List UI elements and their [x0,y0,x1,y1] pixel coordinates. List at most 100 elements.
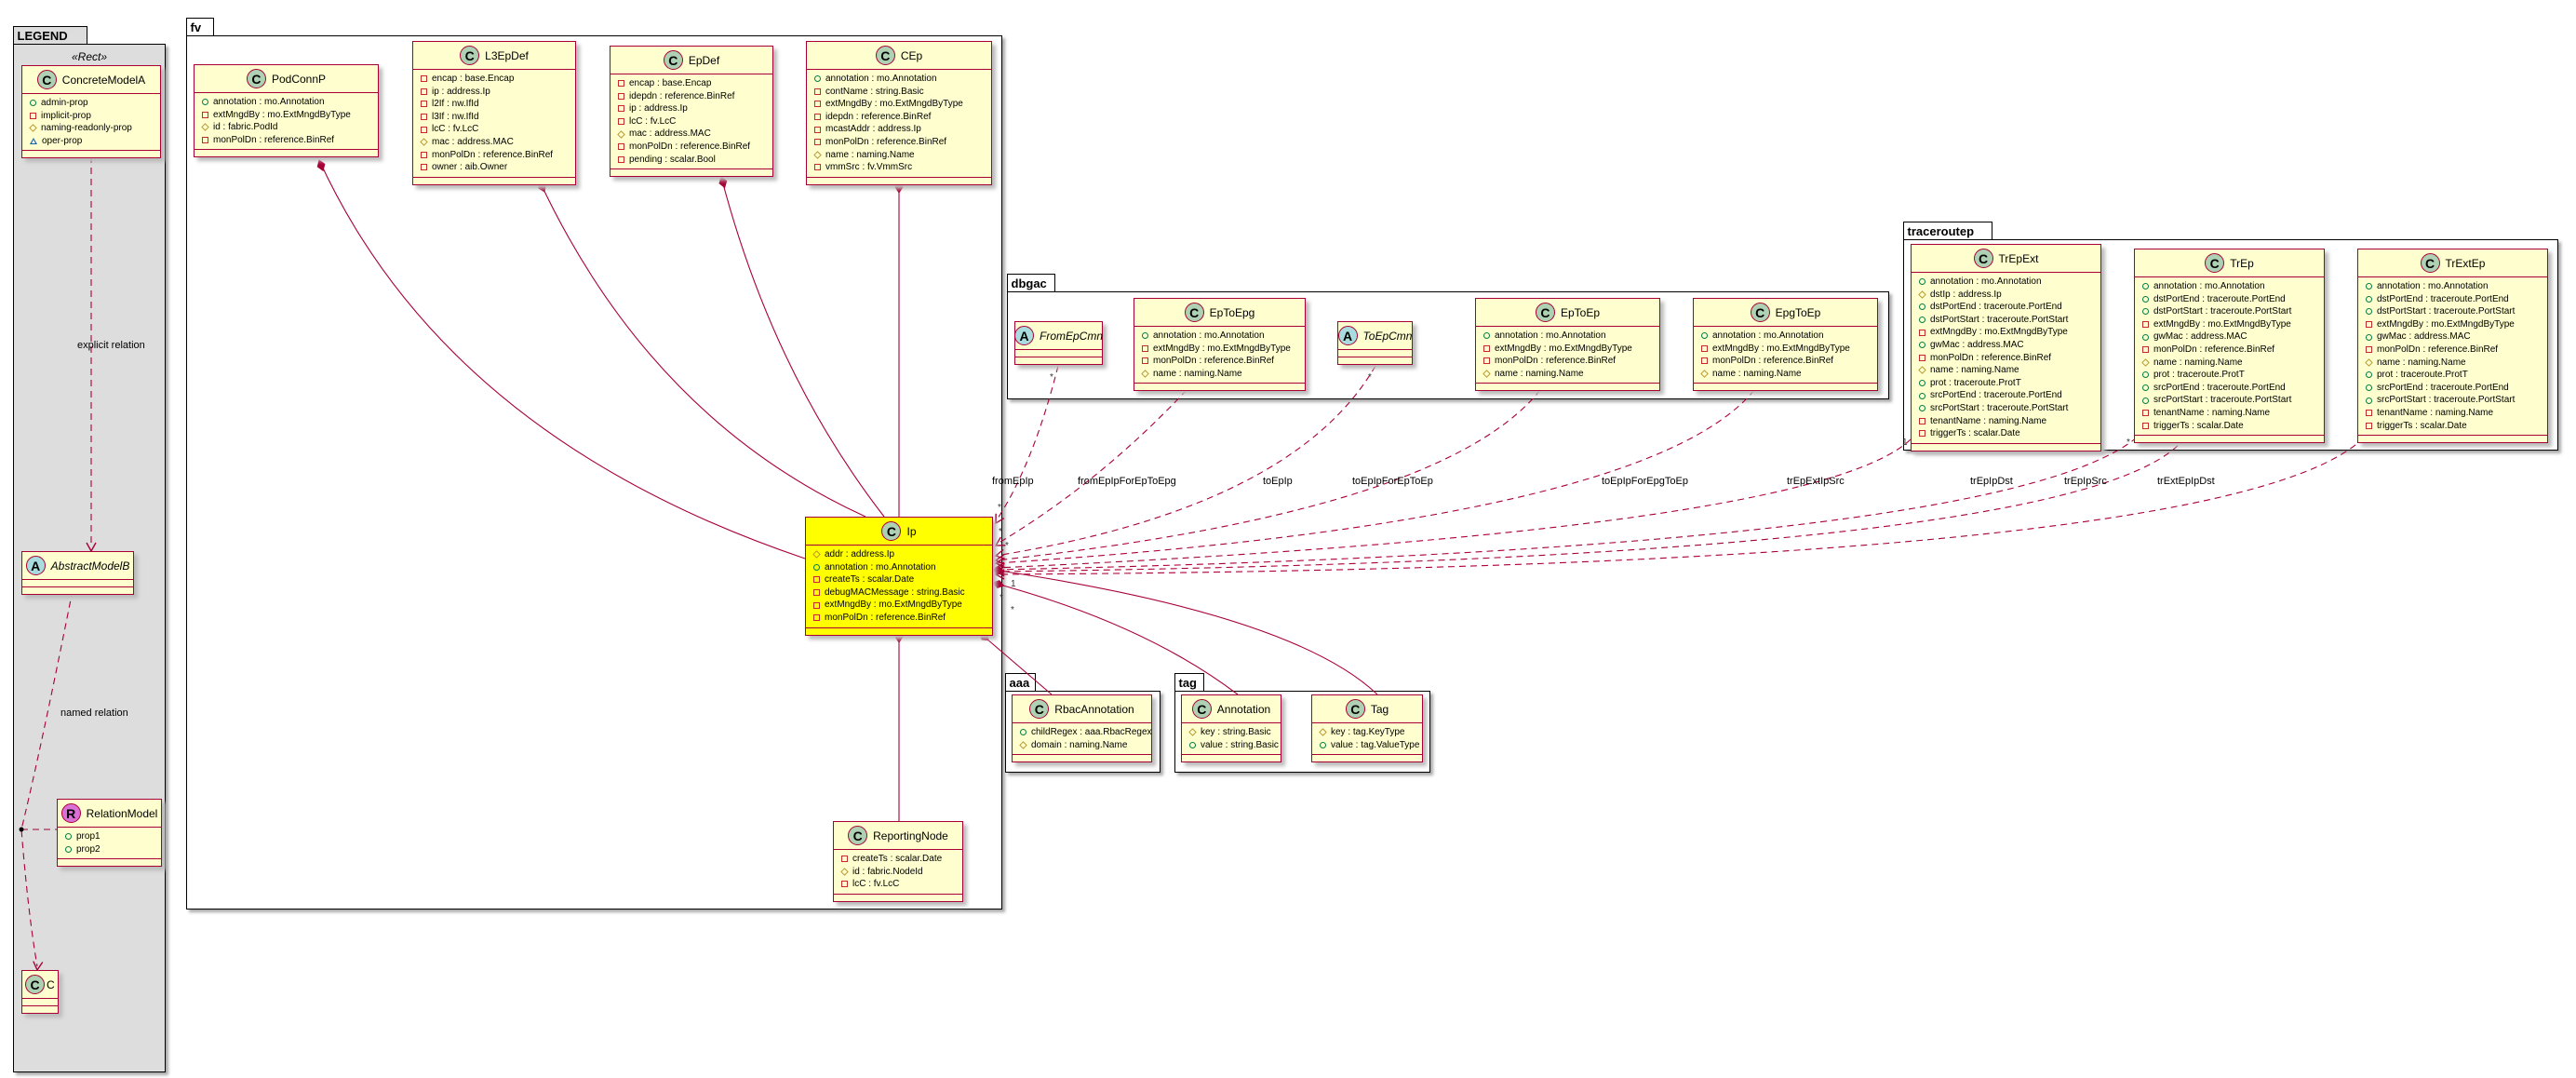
private-visibility-icon [1142,344,1148,352]
attribute-text: srcPortEnd : traceroute.PortEnd [2153,382,2286,393]
class-attribute: prop2 [65,843,155,856]
class-icon: C [663,50,683,70]
class-attribute: monPolDn : reference.BinRef [618,141,767,154]
class-methods [22,151,160,157]
class-name: ToEpCmn [1362,329,1413,343]
attribute-text: annotation : mo.Annotation [2377,281,2489,291]
target-multiplicity: * [1011,605,1014,615]
attribute-text: contName : string.Basic [825,86,924,97]
class-attribute: extMngdBy : mo.ExtMngdByType [814,98,986,111]
class-attribute: annotation : mo.Annotation [1701,330,1872,343]
attribute-text: annotation : mo.Annotation [1153,330,1265,341]
private-visibility-icon [841,856,848,863]
private-visibility-icon [618,80,624,88]
arrowhead-icon [994,548,1005,560]
protected-visibility-icon [840,868,849,876]
attribute-text: annotation : mo.Annotation [1495,330,1606,341]
attribute-text: extMngdBy : mo.ExtMngdByType [1930,327,2068,338]
package-name: aaa [1009,676,1030,690]
class-attribute: annotation : mo.Annotation [2142,280,2318,293]
public-visibility-icon [2142,371,2149,379]
attribute-text: extMngdBy : mo.ExtMngdByType [2153,318,2291,330]
source-multiplicity: * [2127,438,2130,448]
class-methods [58,859,161,866]
abstract-class-icon: A [25,556,46,575]
arrowhead-icon [86,542,97,553]
protected-visibility-icon [1918,366,1926,375]
relation-dependency [20,589,74,972]
class-attribute: mac : address.MAC [617,128,767,141]
class-methods [2135,436,2324,442]
class-icon: C [1345,699,1365,719]
attribute-text: mac : address.MAC [629,128,711,140]
class-attribute: monPolDn : reference.BinRef [813,612,986,625]
protected-visibility-icon [617,129,625,139]
protected-visibility-icon [1019,741,1027,749]
private-visibility-icon [814,88,821,95]
attribute-text: monPolDn : reference.BinRef [1495,356,1617,367]
relation-label: trExtEpIpDst [2157,476,2215,487]
package-tab: aaa [1004,673,1036,691]
class-attribute: triggerTs : scalar.Date [1919,427,2095,440]
private-visibility-icon [814,101,821,108]
class-attribute: encap : base.Encap [421,73,570,86]
class-name: EpDef [688,53,720,67]
class-attribute: key : tag.KeyType [1319,726,1416,739]
attribute-text: annotation : mo.Annotation [825,74,937,84]
relation-label: toEpIpForEpToEp [1352,476,1433,487]
attribute-text: monPolDn : reference.BinRef [1712,356,1834,367]
attribute-text: lcC : fv.LcC [852,879,900,890]
private-visibility-icon [814,114,821,121]
class-attribute: srcPortStart : traceroute.PortStart [1919,402,2095,415]
class-attribute: name : naming.Name [1918,364,2095,377]
class-methods [1694,384,1877,390]
attribute-text: createTs : scalar.Date [825,574,915,586]
class-name: ReportingNode [873,829,948,842]
attribute-text: lcC : fv.LcC [432,124,479,135]
package-tab: LEGEND [12,26,87,44]
attribute-text: implicit-prop [41,110,91,121]
class-icon: C [25,975,45,994]
class-attribute: triggerTs : scalar.Date [2366,420,2542,433]
private-visibility-icon [813,601,820,609]
arrowhead-icon [995,513,1005,525]
class-attribute: extMngdBy : mo.ExtMngdByType [202,109,372,122]
relation-label: fromEpIpForEpToEpg [1078,476,1176,487]
class-attribute: ip : address.Ip [421,86,570,99]
attribute-text: srcPortStart : traceroute.PortStart [2377,395,2516,406]
target-multiplicity: 1 [1011,579,1016,589]
attribute-text: srcPortEnd : traceroute.PortEnd [1930,390,2062,401]
private-visibility-icon [2142,422,2149,429]
attribute-text: annotation : mo.Annotation [825,561,936,573]
class-name: Tag [1370,702,1389,716]
arrowhead-icon [994,564,1005,575]
class-attribute: debugMACMessage : string.Basic [813,586,986,600]
protected-visibility-icon [813,151,822,159]
